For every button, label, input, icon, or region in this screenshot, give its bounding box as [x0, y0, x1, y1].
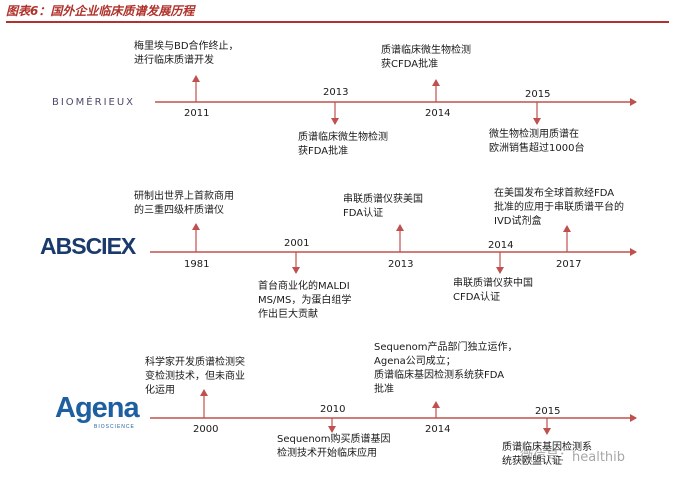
event-text-2011: 梅里埃与BD合作终止， 进行临床质谱开发: [134, 41, 239, 66]
event-text-2015c: 质谱临床基因检测系 统获欧盟认证: [502, 442, 592, 467]
event-text-2014: 质谱临床微生物检测 获CFDA批准: [381, 45, 471, 70]
year-label-2010: 2010: [320, 404, 346, 415]
year-label-2017: 2017: [556, 259, 582, 270]
biomerieux-logo: BIOMÉRIEUX: [52, 97, 136, 108]
year-label-2013b: 2013: [388, 259, 414, 270]
watermark: 微信号：healthib: [520, 450, 626, 465]
year-label-2015c: 2015: [535, 406, 561, 417]
year-label-2001: 2001: [284, 238, 310, 249]
event-text-2014b: 串联质谱仪获中国 CFDA认证: [453, 278, 533, 303]
year-label-2014: 2014: [425, 108, 451, 119]
absciex-logo-ab: AB: [40, 233, 72, 259]
absciex-logo: ABSCIEX: [40, 233, 136, 260]
year-label-2014c: 2014: [425, 424, 451, 435]
event-text-2017: 在美国发布全球首款经FDA 批准的应用于串联质谱平台的 IVD试剂盒: [494, 188, 624, 227]
event-text-1981: 研制出世界上首款商用 的三重四级杆质谱仪: [134, 191, 234, 216]
event-text-2013: 质谱临床微生物检测 获FDA批准: [298, 132, 388, 157]
agena-logo-subtitle: BIOSCIENCE: [94, 424, 135, 430]
event-text-2001: 首台商业化的MALDI MS/MS，为蛋白组学 作出巨大贡献: [258, 281, 352, 320]
event-text-2013b: 串联质谱仪获美国 FDA认证: [343, 194, 423, 219]
figure-title: 图表6：国外企业临床质谱发展历程: [6, 4, 195, 18]
year-label-1981: 1981: [184, 259, 210, 270]
agena-logo: Agena: [55, 392, 140, 424]
title-rule: [6, 21, 669, 23]
year-label-2000: 2000: [193, 424, 219, 435]
event-text-2015: 微生物检测用质谱在 欧洲销售超过1000台: [489, 129, 585, 154]
event-text-2000: 科学家开发质谱检测突 变检测技术，但未商业 化运用: [145, 357, 245, 396]
year-label-2011: 2011: [184, 108, 210, 119]
event-text-2014c: Sequenom产品部门独立运作， Agena公司成立； 质谱临床基因检测系统获…: [374, 342, 518, 395]
year-label-2013: 2013: [323, 87, 349, 98]
absciex-logo-sciex: SCIEX: [71, 233, 136, 259]
year-label-2014b: 2014: [488, 240, 514, 251]
event-text-2010: Sequenom购买质谱基因 检测技术开始临床应用: [277, 434, 391, 459]
year-label-2015: 2015: [525, 89, 551, 100]
